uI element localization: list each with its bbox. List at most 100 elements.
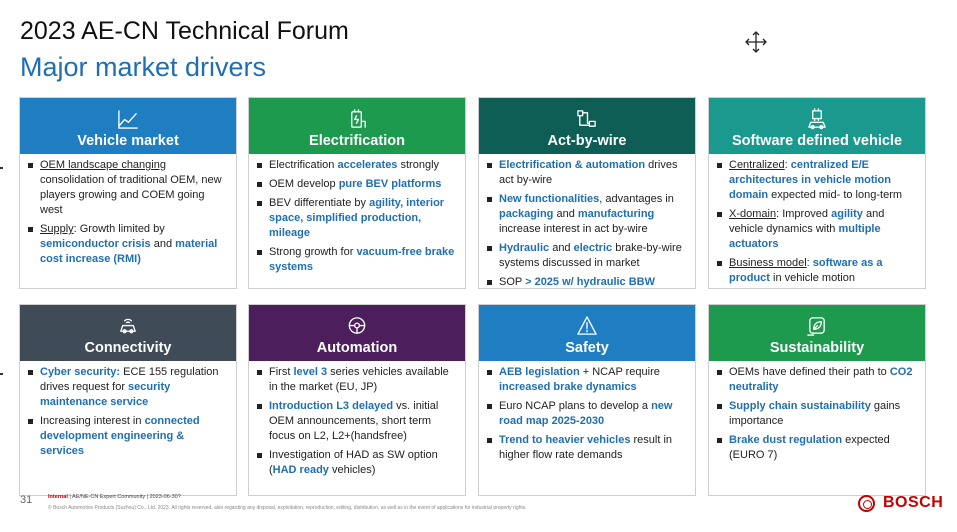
bullet-text: in vehicle motion bbox=[769, 272, 855, 284]
bullet-text: Electrification & automation bbox=[499, 159, 646, 171]
bullet-text: software as a product bbox=[729, 257, 883, 284]
card-header: Vehicle market bbox=[20, 98, 236, 154]
bullet-text: Hydraulic bbox=[499, 242, 550, 254]
bullet-text: expected (EURO 7) bbox=[729, 434, 890, 461]
charging-plug-icon bbox=[351, 109, 366, 128]
bullet-text: multiple actuators bbox=[729, 223, 881, 250]
bullet-text: and vehicle dynamics with bbox=[729, 208, 885, 235]
bullet-item: AEB legislation + NCAP require increased… bbox=[487, 365, 687, 395]
card-title: Connectivity bbox=[84, 340, 172, 356]
page-title: 2023 AE-CN Technical Forum bbox=[20, 17, 349, 45]
bullet-text: centralized E/E architectures in vehicle… bbox=[729, 159, 891, 201]
card-header: Electrification bbox=[249, 98, 465, 154]
bullet-item: Supply: Growth limited by semiconductor … bbox=[28, 222, 228, 267]
bullet-text: semiconductor crisis bbox=[40, 238, 151, 250]
bullet-list: Electrification & automation drives act … bbox=[487, 158, 687, 294]
bullet-text: manufacturing bbox=[577, 208, 655, 220]
bullet-text: packaging bbox=[499, 208, 554, 220]
card-header: Act-by-wire bbox=[479, 98, 695, 154]
move-cursor-icon bbox=[745, 31, 767, 53]
bullet-text: pure BEV platforms bbox=[338, 178, 442, 190]
bullet-text: Introduction L3 delayed bbox=[269, 400, 394, 412]
card-title: Software defined vehicle bbox=[731, 133, 903, 149]
bullet-list: AEB legislation + NCAP require increased… bbox=[487, 365, 687, 467]
edge-marker bbox=[0, 167, 3, 169]
card-title: Electrification bbox=[309, 133, 405, 149]
bullet-text: Investigation of HAD as SW option ( bbox=[269, 449, 438, 476]
bullet-item: Trend to heavier vehicles result in high… bbox=[487, 433, 687, 463]
bullet-text: SOP bbox=[499, 276, 526, 288]
bullet-text: security maintenance service bbox=[40, 381, 171, 408]
bullet-text: > 2025 w/ hydraulic BBW bbox=[525, 276, 655, 288]
card-header: Connectivity bbox=[20, 305, 236, 361]
bullet-item: Euro NCAP plans to develop a new road ma… bbox=[487, 399, 687, 429]
bullet-text: accelerates bbox=[337, 159, 398, 171]
bullet-text: and bbox=[150, 238, 176, 250]
bullet-text: : bbox=[784, 159, 791, 171]
card-header: Sustainability bbox=[709, 305, 925, 361]
bullet-text: increased brake dynamics bbox=[499, 381, 637, 393]
bullet-list: OEMs have defined their path to CO2 neut… bbox=[717, 365, 917, 467]
bullet-text: First bbox=[269, 366, 294, 378]
bullet-item: First level 3 series vehicles available … bbox=[257, 365, 457, 395]
bullet-text: connected development engineering & serv… bbox=[40, 415, 200, 457]
bullet-list: First level 3 series vehicles available … bbox=[257, 365, 457, 482]
bullet-item: SOP > 2025 w/ hydraulic BBW bbox=[487, 275, 687, 290]
network-wire-icon bbox=[577, 110, 596, 127]
bullet-text: X-domain bbox=[729, 208, 777, 220]
bullet-item: OEMs have defined their path to CO2 neut… bbox=[717, 365, 917, 395]
bullet-text: Business model bbox=[729, 257, 807, 269]
bullet-item: BEV differentiate by agility, interior s… bbox=[257, 196, 457, 241]
bullet-text: agility bbox=[831, 208, 863, 220]
bullet-text: HAD ready bbox=[272, 464, 329, 476]
bullet-text: strongly bbox=[397, 159, 440, 171]
warning-triangle-icon bbox=[577, 316, 597, 335]
bullet-item: Hydraulic and electric brake-by-wire sys… bbox=[487, 241, 687, 271]
bullet-item: Strong growth for vacuum-free brake syst… bbox=[257, 245, 457, 275]
car-chip-icon bbox=[808, 108, 826, 130]
page-number: 31 bbox=[20, 494, 33, 506]
bullet-text: Increasing interest in bbox=[40, 415, 145, 427]
bullet-text: CO2 neutrality bbox=[729, 366, 913, 393]
bullet-item: Centralized: centralized E/E architectur… bbox=[717, 158, 917, 203]
bullet-text: Strong growth for bbox=[269, 246, 357, 258]
card-header: Safety bbox=[479, 305, 695, 361]
bullet-text: drives act by-wire bbox=[499, 159, 678, 186]
bullet-text: Electrification bbox=[269, 159, 338, 171]
footer-meta: | AE/NE-CN Expert Community | 2023-06-30… bbox=[67, 494, 181, 500]
bullet-list: Cyber security: ECE 155 regulation drive… bbox=[28, 365, 228, 463]
bullet-text: increase interest in act by-wire bbox=[499, 223, 648, 235]
card-header: Software defined vehicle bbox=[709, 98, 925, 154]
bullet-text: and bbox=[553, 208, 578, 220]
bullet-text: Centralized bbox=[729, 159, 785, 171]
bullet-text: consolidation of traditional OEM, new pl… bbox=[40, 174, 222, 216]
bullet-text: vehicles) bbox=[328, 464, 376, 476]
bullet-text: new road map 2025-2030 bbox=[499, 400, 673, 427]
bullet-item: Supply chain sustainability gains import… bbox=[717, 399, 917, 429]
bullet-text: OEM landscape changing bbox=[40, 159, 166, 171]
bullet-text: , advantages in bbox=[599, 193, 674, 205]
leaf-plug-icon bbox=[807, 317, 825, 336]
card-title: Act-by-wire bbox=[547, 133, 627, 149]
bullet-text: Euro NCAP plans to develop a bbox=[499, 400, 652, 412]
copyright-text: © Bosch Automotive Products (Suzhou) Co.… bbox=[48, 505, 527, 511]
bullet-item: Introduction L3 delayed vs. initial OEM … bbox=[257, 399, 457, 444]
bullet-text: result in higher flow rate demands bbox=[499, 434, 673, 461]
bullet-text: Supply chain sustainability bbox=[729, 400, 871, 412]
bullet-item: Cyber security: ECE 155 regulation drive… bbox=[28, 365, 228, 410]
bullet-text: + NCAP require bbox=[579, 366, 660, 378]
bullet-text: agility, interior space, simplified prod… bbox=[269, 197, 445, 239]
bullet-text: Supply bbox=[40, 223, 74, 235]
footer-info: Internal | AE/NE-CN Expert Community | 2… bbox=[48, 494, 181, 500]
bullet-item: Investigation of HAD as SW option (HAD r… bbox=[257, 448, 457, 478]
bullet-text: Cyber security: bbox=[40, 366, 121, 378]
bosch-logo: BOSCH bbox=[858, 494, 948, 516]
